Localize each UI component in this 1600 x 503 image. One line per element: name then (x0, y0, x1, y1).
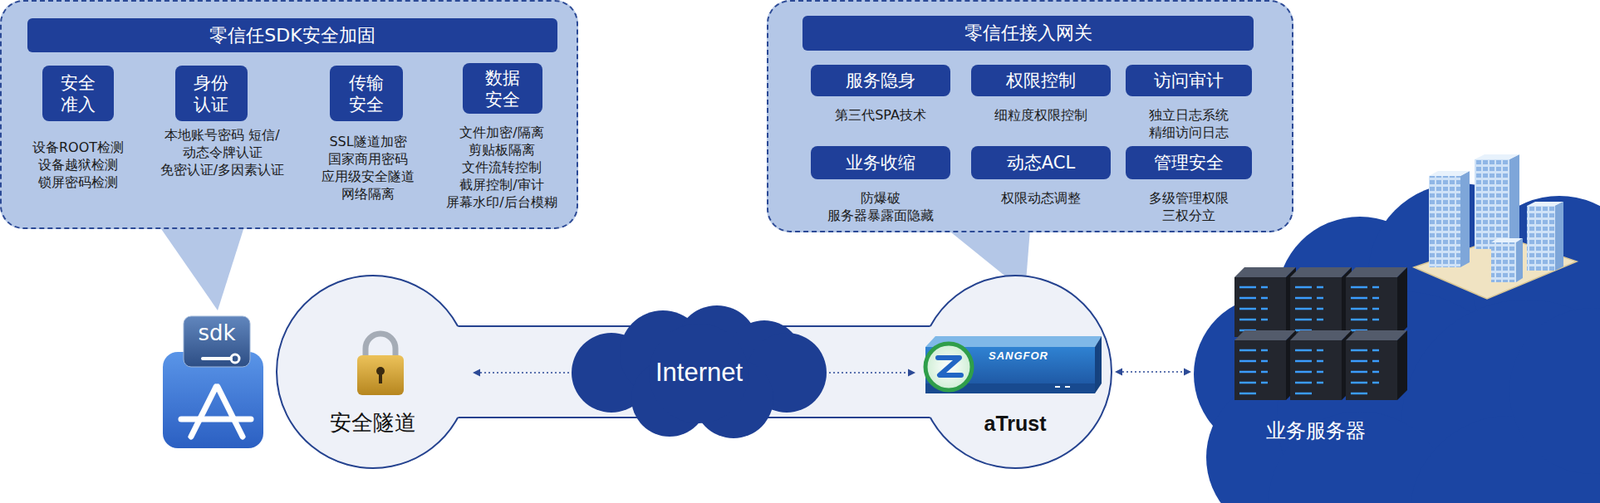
feature-title: 身份 认证 (191, 72, 231, 116)
feature-header: 数据 安全文件加密/隔离 剪贴板隔离 文件流转控制 截屏控制/审计 屏幕水印/后… (462, 63, 543, 114)
feature-note: 独立日志系统 精细访问日志 (1126, 106, 1252, 142)
cloud-outline (1193, 183, 1600, 503)
feature-note: 多级管理权限 三权分立 (1126, 189, 1252, 225)
feature-box-title: 管理安全 (1153, 152, 1224, 174)
badge-text: sdk (183, 320, 251, 346)
internet-cloud: Internet (571, 305, 827, 441)
brand-text: SANGFOR (988, 349, 1049, 363)
tunnel-outline (275, 274, 471, 470)
feature-box-title: 服务隐身 (845, 69, 916, 92)
feature-note: 第三代SPA技术 (818, 106, 943, 124)
dotted-arrow (829, 369, 916, 378)
feature-title: 传输 安全 (346, 72, 387, 116)
connector-line (1122, 371, 1184, 374)
dotted-arrow (1114, 368, 1192, 377)
callout-panel: 零信任SDK安全加固安全 准入设备ROOT检测 设备越狱检测 锁屏密码检测身份 … (0, 0, 579, 230)
feature-box-title: 业务收缩 (845, 152, 916, 174)
tunnel-label: 安全隧道 (275, 410, 471, 436)
feature-header: 传输 安全SSL隧道加密 国家商用密码 应用级安全隧道 网络隔离 (329, 65, 403, 122)
feature-note: 权限动态调整 (978, 189, 1104, 207)
feature-title: 安全 准入 (58, 72, 99, 116)
app-icon (162, 316, 264, 449)
cloud-label: 业务服务器 (1232, 419, 1399, 443)
feature-box-title: 动态ACL (1006, 152, 1075, 174)
feature-list: 本地账号密码 短信/动态令牌认证 免密认证/多因素认证 (152, 126, 294, 179)
panel-title: 零信任SDK安全加固 (27, 18, 558, 53)
arrow-head (1183, 368, 1192, 377)
cloud-label: Internet (571, 358, 827, 388)
callout-panel: 零信任接入网关服务隐身第三代SPA技术权限控制细粒度权限控制访问审计独立日志系统… (766, 0, 1294, 233)
sdk-badge: sdk (183, 316, 251, 368)
tunnel-outline (917, 274, 1113, 470)
dotted-arrow (472, 369, 570, 378)
panel-title: 零信任接入网关 (802, 15, 1254, 51)
feature-box: 访问审计独立日志系统 精细访问日志 (1125, 64, 1252, 97)
feature-note: 细粒度权限控制 (978, 106, 1104, 124)
connector-line (480, 372, 570, 374)
feature-box: 服务隐身第三代SPA技术 (810, 64, 951, 97)
callout-pointer (157, 224, 246, 311)
feature-box: 管理安全多级管理权限 三权分立 (1125, 146, 1252, 180)
feature-note: 防爆破 服务器暴露面隐藏 (818, 189, 943, 225)
device-label: aTrust (917, 411, 1113, 437)
feature-box-title: 访问审计 (1153, 69, 1224, 92)
connector-line (829, 372, 908, 374)
feature-title: 数据 安全 (482, 67, 523, 111)
feature-box: 动态ACL权限动态调整 (971, 146, 1111, 180)
feature-box: 权限控制细粒度权限控制 (971, 64, 1111, 97)
arrow-head (907, 369, 916, 378)
arrow-head (1114, 368, 1123, 377)
feature-list: 设备ROOT检测 设备越狱检测 锁屏密码检测 (24, 138, 133, 192)
server-cloud: 业务服务器 (1193, 183, 1600, 503)
feature-list: 文件加密/隔离 剪贴板隔离 文件流转控制 截屏控制/审计 屏幕水印/后台模糊 (439, 123, 565, 212)
arrow-head (472, 369, 481, 378)
tunnel-end: 安全隧道 (275, 274, 471, 470)
feature-header: 身份 认证本地账号密码 短信/动态令牌认证 免密认证/多因素认证 (175, 65, 248, 122)
feature-box-title: 权限控制 (1006, 69, 1076, 92)
feature-list: SSL隧道加密 国家商用密码 应用级安全隧道 网络隔离 (314, 132, 423, 203)
feature-box: 业务收缩防爆破 服务器暴露面隐藏 (810, 146, 951, 180)
gateway-end: aTrust (917, 274, 1113, 470)
feature-header: 安全 准入设备ROOT检测 设备越狱检测 锁屏密码检测 (42, 65, 114, 122)
